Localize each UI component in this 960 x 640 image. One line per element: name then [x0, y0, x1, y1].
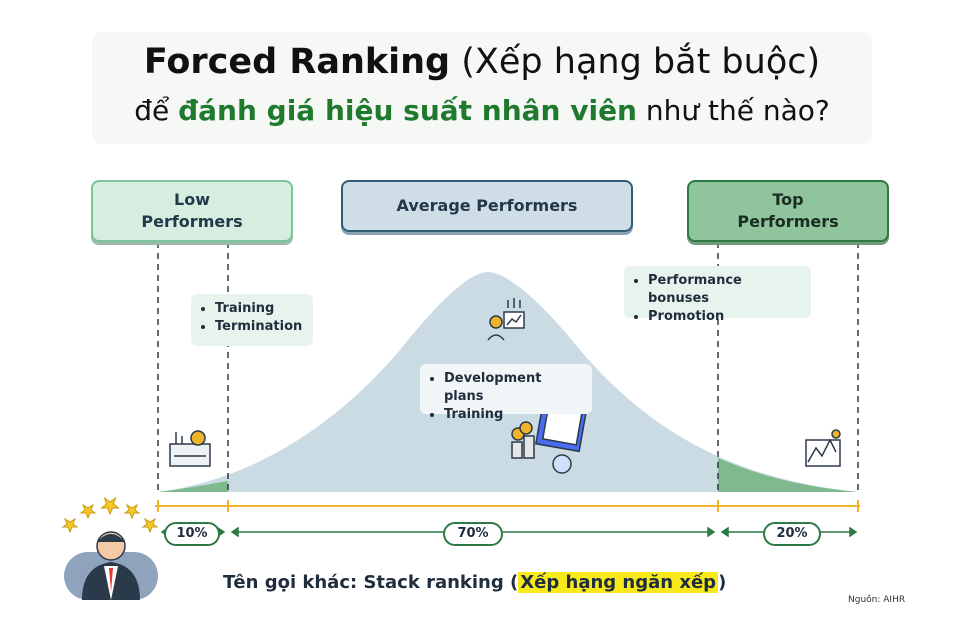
note-item: Training — [444, 406, 582, 424]
note-item: Development plans — [444, 370, 582, 406]
presenter-icon — [487, 298, 525, 341]
top-tail — [718, 458, 858, 492]
top-percentage: 20% — [763, 522, 821, 546]
average-actions-note: Development plans Training — [420, 364, 592, 422]
gear-desk-icon — [169, 430, 211, 467]
average-performers-box: Average Performers — [341, 180, 633, 232]
low-actions-note: Training Termination — [191, 294, 313, 346]
note-item: Promotion — [648, 308, 801, 326]
low-percentage: 10% — [164, 522, 220, 546]
chart-growth-icon — [805, 429, 841, 467]
source-credit: Nguồn: AIHR — [848, 595, 906, 605]
title-line-1: Forced Ranking (Xếp hạng bắt buộc) — [143, 42, 821, 82]
range-arrows — [160, 526, 858, 538]
note-item: Termination — [215, 318, 303, 336]
title-panel: Forced Ranking (Xếp hạng bắt buộc) để đá… — [92, 32, 872, 144]
note-item: Training — [215, 300, 303, 318]
star-icon — [61, 496, 159, 534]
average-percentage: 70% — [443, 522, 503, 546]
alternate-name-text: Tên gọi khác: Stack ranking (Xếp hạng ng… — [223, 572, 727, 593]
top-performers-box: Top Performers — [687, 180, 889, 242]
low-performers-box: Low Performers — [91, 180, 293, 242]
low-tail — [158, 481, 228, 492]
note-item: Performance bonuses — [648, 272, 801, 308]
title-line-2: để đánh giá hiệu suất nhân viên như thế … — [134, 94, 830, 127]
divider-lines — [157, 242, 859, 492]
employee-avatar-icon — [64, 531, 158, 600]
highlighted-term: Xếp hạng ngăn xếp — [518, 572, 719, 593]
top-actions-note: Performance bonuses Promotion — [624, 266, 811, 324]
